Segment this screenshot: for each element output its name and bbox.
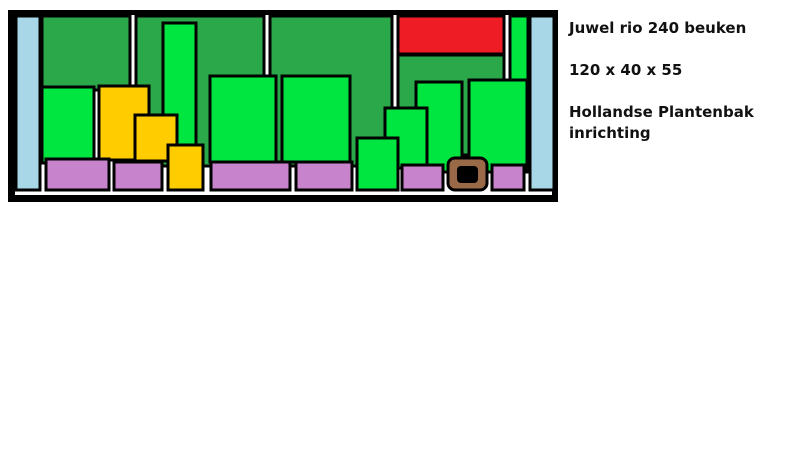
green-plant-group	[508, 14, 530, 82]
aquarium-notes: Juwel rio 240 beuken 120 x 40 x 55 Holla…	[569, 18, 794, 165]
tank-dimensions-label: 120 x 40 x 55	[569, 61, 683, 79]
red-plant-group	[396, 14, 506, 56]
purple-plant-group	[112, 160, 164, 192]
purple-plants	[44, 157, 526, 192]
green-plant-group	[355, 136, 400, 192]
green-plant-group	[40, 85, 96, 165]
bg-plant-group	[40, 14, 132, 92]
purple-plant-group	[209, 160, 292, 192]
green-plant-group	[208, 74, 278, 164]
purple-plant-group	[490, 163, 526, 192]
tank-model-label: Juwel rio 240 beuken	[569, 19, 747, 37]
yellow-plants	[97, 84, 205, 192]
purple-plant-group	[44, 157, 111, 192]
purple-plant-group	[294, 160, 354, 192]
layout-style-label: Hollandse Plantenbak inrichting	[569, 103, 754, 142]
foreground-plants	[40, 14, 530, 192]
hollow-ornament-icon	[446, 156, 489, 192]
green-plant-group	[280, 74, 352, 164]
yellow-plant-group	[166, 143, 205, 192]
purple-plant-group	[400, 163, 445, 192]
left-glass-panel	[14, 14, 42, 192]
right-glass-panel	[528, 14, 556, 192]
